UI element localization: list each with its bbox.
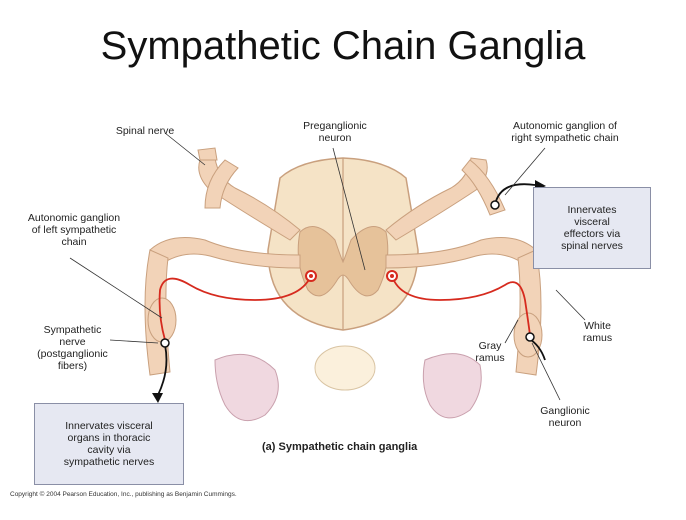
neurons xyxy=(160,200,535,348)
label-spinal-nerve: Spinal nerve xyxy=(115,125,175,137)
lower-structures xyxy=(214,345,482,422)
box-innervates-visceral-effectors: Innervates visceral effectors via spinal… xyxy=(533,187,651,269)
label-sympathetic-nerve: Sympathetic nerve (postganglionic fibers… xyxy=(37,324,108,372)
page-title: Sympathetic Chain Ganglia xyxy=(100,24,586,68)
figure-caption: (a) Sympathetic chain ganglia xyxy=(262,441,418,453)
box-innervates-visceral-organs: Innervates visceral organs in thoracic c… xyxy=(34,403,184,485)
label-ganglionic-neuron: Ganglionic neuron xyxy=(540,405,590,429)
label-preganglionic-neuron: Preganglionic neuron xyxy=(303,120,367,144)
right-nerves xyxy=(385,157,543,376)
spinal-cord xyxy=(267,157,419,331)
leader-lines xyxy=(69,132,586,401)
copyright-notice: Copyright © 2004 Pearson Education, Inc.… xyxy=(10,491,237,498)
label-gray-ramus: Gray ramus xyxy=(475,340,505,364)
label-white-ramus: White ramus xyxy=(582,320,613,344)
label-autonomic-ganglion-right: Autonomic ganglion of right sympathetic … xyxy=(511,120,619,144)
label-autonomic-ganglion-left: Autonomic ganglion of left sympathetic c… xyxy=(27,212,121,248)
preganglionic-fibers xyxy=(158,275,531,341)
